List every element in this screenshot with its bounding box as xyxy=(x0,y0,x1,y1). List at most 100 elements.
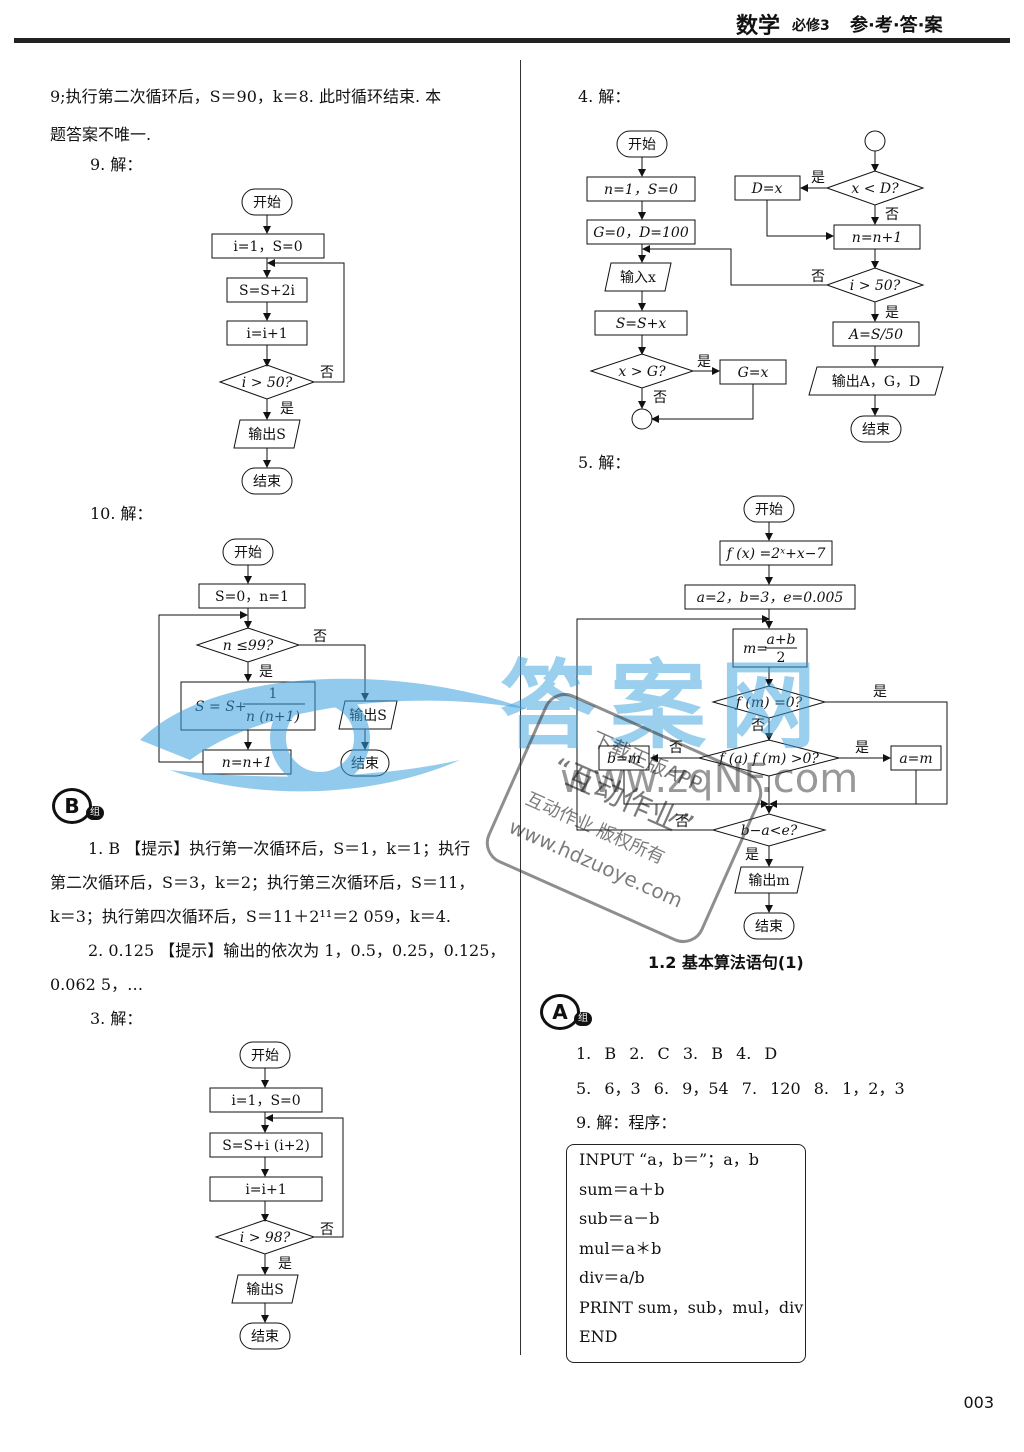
b3-step2: i=i+1 xyxy=(245,1182,286,1198)
b3-cond: i > 98? xyxy=(240,1230,291,1246)
fc4-init2: G=0，D=100 xyxy=(593,225,689,241)
fc9-output: 输出S xyxy=(248,427,286,443)
b3-step1: S=S+i (i+2) xyxy=(222,1138,310,1154)
fc10-yes: 是 xyxy=(259,664,273,680)
watermark-eye-logo xyxy=(140,678,530,792)
fc4-input: 输入x xyxy=(620,270,656,286)
fc9-start: 开始 xyxy=(253,195,281,211)
fc5-no1: 否 xyxy=(751,718,765,734)
code-line: sub＝a－b xyxy=(579,1209,660,1228)
fc10-cond: n ≤99? xyxy=(223,638,274,654)
left-line1: 9;执行第二次循环后，S＝90，k＝8. 此时循环结束. 本 xyxy=(50,87,442,106)
flowchart-q5: 开始 f (x) =2ˣ+x−7 a=2，b=3，e=0.005 m= a+b … xyxy=(576,495,948,940)
fc4-condG: x > G? xyxy=(618,364,666,380)
fc4-start: 开始 xyxy=(628,137,656,153)
fc5-cond2: f (a) f (m) >0? xyxy=(718,751,819,767)
fc5-cond3: b−a<e? xyxy=(741,823,798,839)
fc5-start: 开始 xyxy=(755,502,783,518)
flowchart-q9: 开始 i=1，S=0 S=S+2i i=i+1 i > 50? 否 是 输出S … xyxy=(211,188,345,495)
fc5-end: 结束 xyxy=(755,919,783,935)
fc4-yes2: 是 xyxy=(811,170,825,186)
answers-line2: 5. 6，3 6. 9，54 7. 120 8. 1，2，3 xyxy=(576,1079,905,1098)
fc4-output: 输出A，G，D xyxy=(832,374,921,390)
fc10-init: S=0，n=1 xyxy=(215,589,289,605)
code-line: PRINT sum，sub，mul，div xyxy=(579,1297,804,1317)
b1-line1: 1. B 【提示】执行第一次循环后，S＝1，k＝1；执行 xyxy=(88,839,471,858)
flowchart-q4: 开始 n=1，S=0 G=0，D=100 输入x S=S+x x > G? 是 … xyxy=(586,130,944,443)
left-line2: 题答案不唯一. xyxy=(50,125,152,144)
b3-yes: 是 xyxy=(278,1256,292,1272)
b2-line1: 2. 0.125 【提示】输出的依次为 1，0.5，0.25，0.125， xyxy=(88,941,506,960)
q9-label: 9. 解： xyxy=(90,155,143,174)
fc10-no: 否 xyxy=(313,629,327,645)
header-subject: 数学 xyxy=(736,14,781,39)
b3-end: 结束 xyxy=(251,1329,279,1345)
b1-line2: 第二次循环后，S＝3，k＝2；执行第三次循环后，S＝11， xyxy=(50,873,475,892)
group-a-badge: A xyxy=(540,994,580,1030)
code-line: INPUT “a，b＝”；a，b xyxy=(579,1150,759,1169)
fc9-cond: i > 50? xyxy=(242,375,293,391)
q10-label: 10. 解： xyxy=(90,504,153,523)
fc9-init: i=1，S=0 xyxy=(233,239,302,255)
b3-init: i=1，S=0 xyxy=(231,1093,300,1109)
page-number: 003 xyxy=(963,1393,994,1412)
flowchart-b3: 开始 i=1，S=0 S=S+i (i+2) i=i+1 i > 98? 否 是… xyxy=(209,1041,344,1350)
fc5-mid-den: 2 xyxy=(777,650,786,666)
fc4-no2: 否 xyxy=(885,207,899,223)
code-line: sum＝a＋b xyxy=(579,1179,665,1199)
fc4-no1: 否 xyxy=(653,390,667,406)
fc4-init1: n=1，S=0 xyxy=(604,182,678,198)
fc5-mid-lhs: m= xyxy=(743,641,768,657)
b3-label: 3. 解： xyxy=(90,1009,143,1028)
fc5-output: 输出m xyxy=(748,873,789,889)
b3-no: 否 xyxy=(320,1222,334,1238)
fc9-no: 否 xyxy=(320,365,334,381)
answers-line1: 1. B 2. C 3. B 4. D xyxy=(576,1044,778,1063)
section-title: 1.2 基本算法语句(1) xyxy=(648,953,804,972)
b3-start: 开始 xyxy=(251,1048,279,1064)
fc5-no2: 否 xyxy=(669,740,683,756)
fc5-yes3: 是 xyxy=(745,847,759,863)
q5-label: 5. 解： xyxy=(578,453,631,472)
code-line: END xyxy=(579,1327,618,1346)
q4-label: 4. 解： xyxy=(578,87,631,106)
fc5-cond1: f (m) =0? xyxy=(735,695,803,711)
fc4-yes1: 是 xyxy=(697,354,711,370)
group-b-sub: 组 xyxy=(86,806,104,820)
fc10-step2: n=n+1 xyxy=(222,755,272,771)
fc5-no3: 否 xyxy=(675,814,689,830)
fc10-start: 开始 xyxy=(234,545,262,561)
fc5-yes2: 是 xyxy=(855,740,869,756)
fc4-no3: 否 xyxy=(811,269,825,285)
b2-line2: 0.062 5，… xyxy=(50,975,144,994)
fc4-end: 结束 xyxy=(862,422,890,438)
fc9-yes: 是 xyxy=(280,401,294,417)
fc4-yes3: 是 xyxy=(885,305,899,321)
fc4-assignG: G=x xyxy=(738,365,769,381)
fc4-sum: S=S+x xyxy=(616,316,667,332)
fc4-avg: A=S/50 xyxy=(847,327,903,343)
group-b-badge: B xyxy=(52,788,92,824)
fc5-assignA: a=m xyxy=(899,751,932,767)
q9-program-label: 9. 解：程序： xyxy=(576,1113,677,1132)
watermark-domain: www.zqNF.com xyxy=(560,756,859,802)
group-a-sub: 组 xyxy=(574,1012,592,1026)
code-line: div＝a/b xyxy=(579,1268,645,1287)
fc5-func: f (x) =2ˣ+x−7 xyxy=(726,546,826,562)
fc5-yes1: 是 xyxy=(873,684,887,700)
fc4-incr: n=n+1 xyxy=(852,230,902,246)
fc4-condD: x < D? xyxy=(851,181,899,197)
header-book: 必修3 xyxy=(792,18,830,34)
fc4-assignD: D=x xyxy=(751,181,783,197)
fc5-mid-num: a+b xyxy=(766,632,795,648)
fc5-init: a=2，b=3，e=0.005 xyxy=(697,590,844,606)
fc9-end: 结束 xyxy=(253,474,281,490)
code-line: mul＝a＊b xyxy=(579,1238,662,1258)
watermark-big-text: 答案网 xyxy=(500,650,830,762)
fc5-assignB: b=m xyxy=(607,751,641,767)
fc9-step1: S=S+2i xyxy=(239,283,296,299)
header-rule xyxy=(14,38,1010,43)
b1-line3: k＝3；执行第四次循环后，S＝11＋2¹¹＝2 059，k＝4. xyxy=(50,907,451,926)
fc9-step2: i=i+1 xyxy=(246,326,287,342)
header-section: 参·考·答·案 xyxy=(850,15,943,36)
